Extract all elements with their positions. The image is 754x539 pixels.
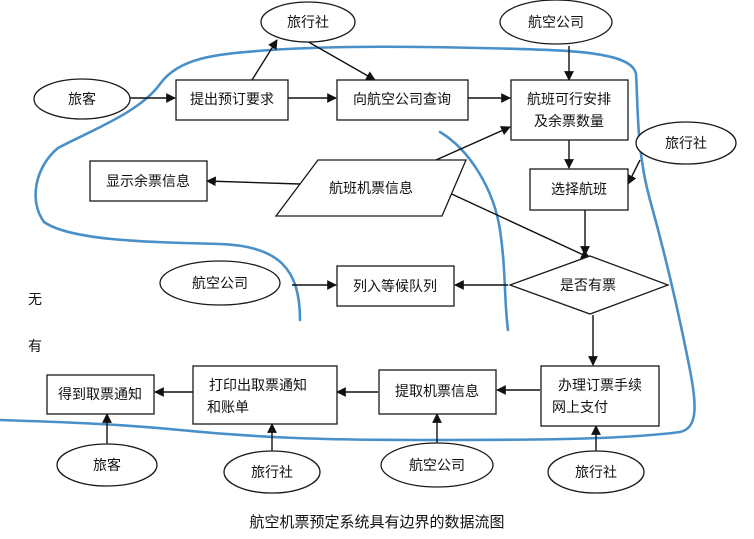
- system-boundary: [0, 45, 696, 442]
- process-receive-notice: 得到取票通知: [46, 374, 155, 415]
- side-note-none: 无: [28, 292, 42, 308]
- process-label: 提出预订要求: [190, 92, 274, 108]
- process-extract-ticket: 提取机票信息: [378, 369, 497, 415]
- entity-label: 旅行社: [575, 465, 617, 481]
- process-flight-seats: 航班可行安排 及余票数量: [510, 79, 629, 141]
- process-label-line2: 及余票数量: [534, 113, 604, 130]
- process-label: 显示余票信息: [106, 173, 190, 190]
- entity-label: 旅行社: [287, 15, 329, 31]
- decision-label: 是否有票: [560, 278, 616, 294]
- figure-caption: 航空机票预定系统具有边界的数据流图: [249, 513, 504, 531]
- process-book-pay: 办理订票手续 网上支付: [540, 365, 660, 427]
- process-label: 选择航班: [551, 182, 607, 198]
- process-label: 列入等候队列: [353, 278, 437, 295]
- entity-airline-bottom: 航空公司: [380, 442, 494, 488]
- entity-label: 旅客: [68, 91, 96, 108]
- entity-airline-mid: 航空公司: [159, 260, 281, 306]
- data-store-flight-tickets: 航班机票信息: [274, 159, 467, 217]
- process-submit-request: 提出预订要求: [175, 79, 289, 121]
- entity-label: 旅行社: [665, 136, 707, 152]
- process-label-line2: 网上支付: [552, 400, 608, 416]
- process-query-airline: 向航空公司查询: [336, 79, 469, 121]
- process-label-line1: 打印出取票通知: [209, 377, 307, 394]
- side-note-have: 有: [28, 339, 42, 355]
- process-label-line2: 和账单: [207, 400, 249, 416]
- entity-passenger-bottom: 旅客: [56, 443, 158, 487]
- process-show-remaining: 显示余票信息: [89, 160, 208, 202]
- process-label: 得到取票通知: [58, 386, 142, 403]
- entity-passenger-left: 旅客: [33, 78, 131, 120]
- entity-label: 航空公司: [409, 458, 465, 474]
- entity-travel-agency-top: 旅行社: [260, 1, 356, 43]
- flow-edges: [102, 39, 641, 452]
- entity-label: 旅行社: [251, 465, 293, 481]
- process-label: 提取机票信息: [395, 383, 479, 400]
- process-label: 向航空公司查询: [353, 92, 451, 108]
- entity-label: 航空公司: [528, 15, 584, 31]
- entity-label: 航空公司: [192, 276, 248, 292]
- entity-airline-top: 航空公司: [499, 0, 613, 45]
- data-store-label: 航班机票信息: [329, 180, 413, 197]
- entity-travel-agency-bottom1: 旅行社: [223, 450, 321, 494]
- entity-travel-agency-right: 旅行社: [635, 121, 737, 165]
- decision-has-ticket: 是否有票: [508, 255, 670, 315]
- process-print-notice: 打印出取票通知 和账单: [192, 365, 338, 425]
- entity-label: 旅客: [93, 457, 121, 474]
- process-label-line1: 办理订票手续: [558, 377, 642, 394]
- process-label-line1: 航班可行安排: [527, 92, 611, 108]
- entity-travel-agency-bottom2: 旅行社: [547, 450, 645, 494]
- process-waitlist: 列入等候队列: [336, 265, 455, 307]
- system-boundary-inner: [438, 130, 510, 332]
- process-select-flight: 选择航班: [529, 168, 629, 211]
